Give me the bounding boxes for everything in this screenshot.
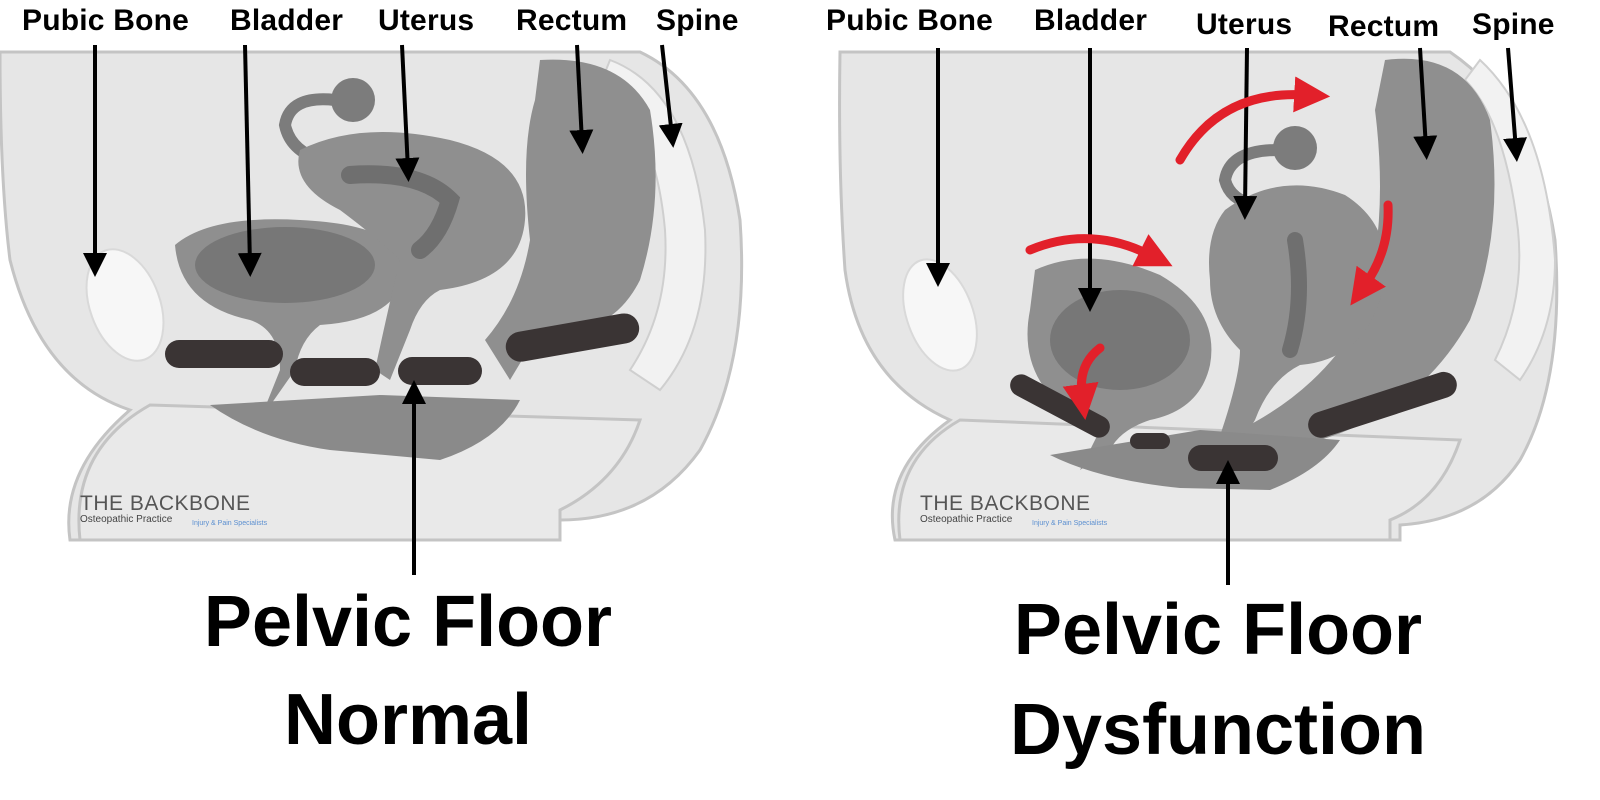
logo-name: THE BACKBONE bbox=[80, 492, 251, 515]
logo-subtitle: Osteopathic Practice bbox=[920, 514, 1013, 525]
label-spine: Spine bbox=[1472, 8, 1555, 41]
dysfunction-pelvis-panel: Pubic Bone Bladder Uterus Rectum Spine T… bbox=[800, 0, 1600, 800]
bladder-pointer bbox=[237, 44, 262, 277]
label-rectum: Rectum bbox=[1328, 10, 1440, 43]
ovary bbox=[331, 78, 375, 122]
normal-pelvis-diagram bbox=[0, 44, 744, 575]
pelvic-floor-muscles bbox=[1010, 371, 1457, 471]
uterus-pointer bbox=[395, 44, 420, 182]
backbone-logo: THE BACKBONE Osteopathic Practice Injury… bbox=[80, 492, 267, 527]
pelvic-floor-segment bbox=[505, 313, 640, 362]
rectum-pointer bbox=[1413, 47, 1438, 160]
pelvic-floor-segment bbox=[1130, 433, 1170, 449]
bladder-inner bbox=[195, 227, 375, 303]
logo-tagline: Injury & Pain Specialists bbox=[192, 520, 268, 527]
label-pubic-bone: Pubic Bone bbox=[22, 4, 190, 37]
bladder-shift-arrow bbox=[1025, 234, 1173, 267]
caption-line2: Dysfunction bbox=[1009, 690, 1426, 770]
uterus-organ bbox=[298, 132, 526, 380]
label-rectum: Rectum bbox=[516, 4, 628, 37]
pelvic-floor-segment bbox=[1188, 445, 1278, 471]
rectum-pointer bbox=[569, 44, 594, 154]
pelvic-floor-segment bbox=[290, 358, 380, 386]
ovary bbox=[1273, 126, 1317, 170]
pelvic-floor-muscles bbox=[165, 313, 640, 386]
uterus-cavity bbox=[1282, 232, 1307, 358]
bladder-drop-arrow bbox=[1062, 343, 1105, 420]
logo-name: THE BACKBONE bbox=[920, 492, 1091, 515]
rectum-organ bbox=[485, 59, 656, 380]
dysfunction-pelvis-diagram bbox=[838, 47, 1559, 585]
pelvic-floor-segment bbox=[1010, 374, 1110, 438]
pelvic-floor-segment bbox=[1308, 371, 1457, 438]
label-spine: Spine bbox=[656, 4, 739, 37]
label-bladder: Bladder bbox=[230, 4, 344, 37]
caption-line1: Pelvic Floor bbox=[1013, 590, 1423, 670]
uterus-pointer bbox=[1233, 47, 1258, 220]
spine-pointer bbox=[658, 44, 683, 148]
uterus-cavity bbox=[341, 165, 461, 259]
label-uterus: Uterus bbox=[1196, 8, 1293, 41]
pubic-bone bbox=[902, 258, 978, 372]
pointer-arrows bbox=[83, 44, 683, 575]
urethra-vagina-region bbox=[210, 395, 520, 460]
label-pubic-bone: Pubic Bone bbox=[826, 4, 994, 37]
pelvic-floor-segment bbox=[165, 340, 283, 368]
label-uterus: Uterus bbox=[378, 4, 475, 37]
rectum-drop-arrow bbox=[1350, 200, 1393, 306]
logo-subtitle: Osteopathic Practice bbox=[80, 514, 173, 525]
pubic-bone bbox=[85, 248, 165, 362]
bladder-inner bbox=[1050, 290, 1190, 390]
caption-line1: Pelvic Floor bbox=[203, 582, 613, 662]
spine-pointer bbox=[1503, 47, 1528, 162]
logo-tagline: Injury & Pain Specialists bbox=[1032, 520, 1108, 527]
label-bladder: Bladder bbox=[1034, 4, 1148, 37]
pelvic-floor-segment bbox=[398, 357, 482, 385]
movement-arrows bbox=[1025, 76, 1393, 420]
normal-pelvis-panel: Pubic Bone Bladder Uterus Rectum Spine T… bbox=[0, 4, 744, 760]
caption-line2: Normal bbox=[283, 680, 533, 760]
uterus-shift-arrow bbox=[1175, 76, 1331, 165]
backbone-logo: THE BACKBONE Osteopathic Practice Injury… bbox=[920, 492, 1107, 527]
pointer-arrows bbox=[926, 47, 1528, 585]
